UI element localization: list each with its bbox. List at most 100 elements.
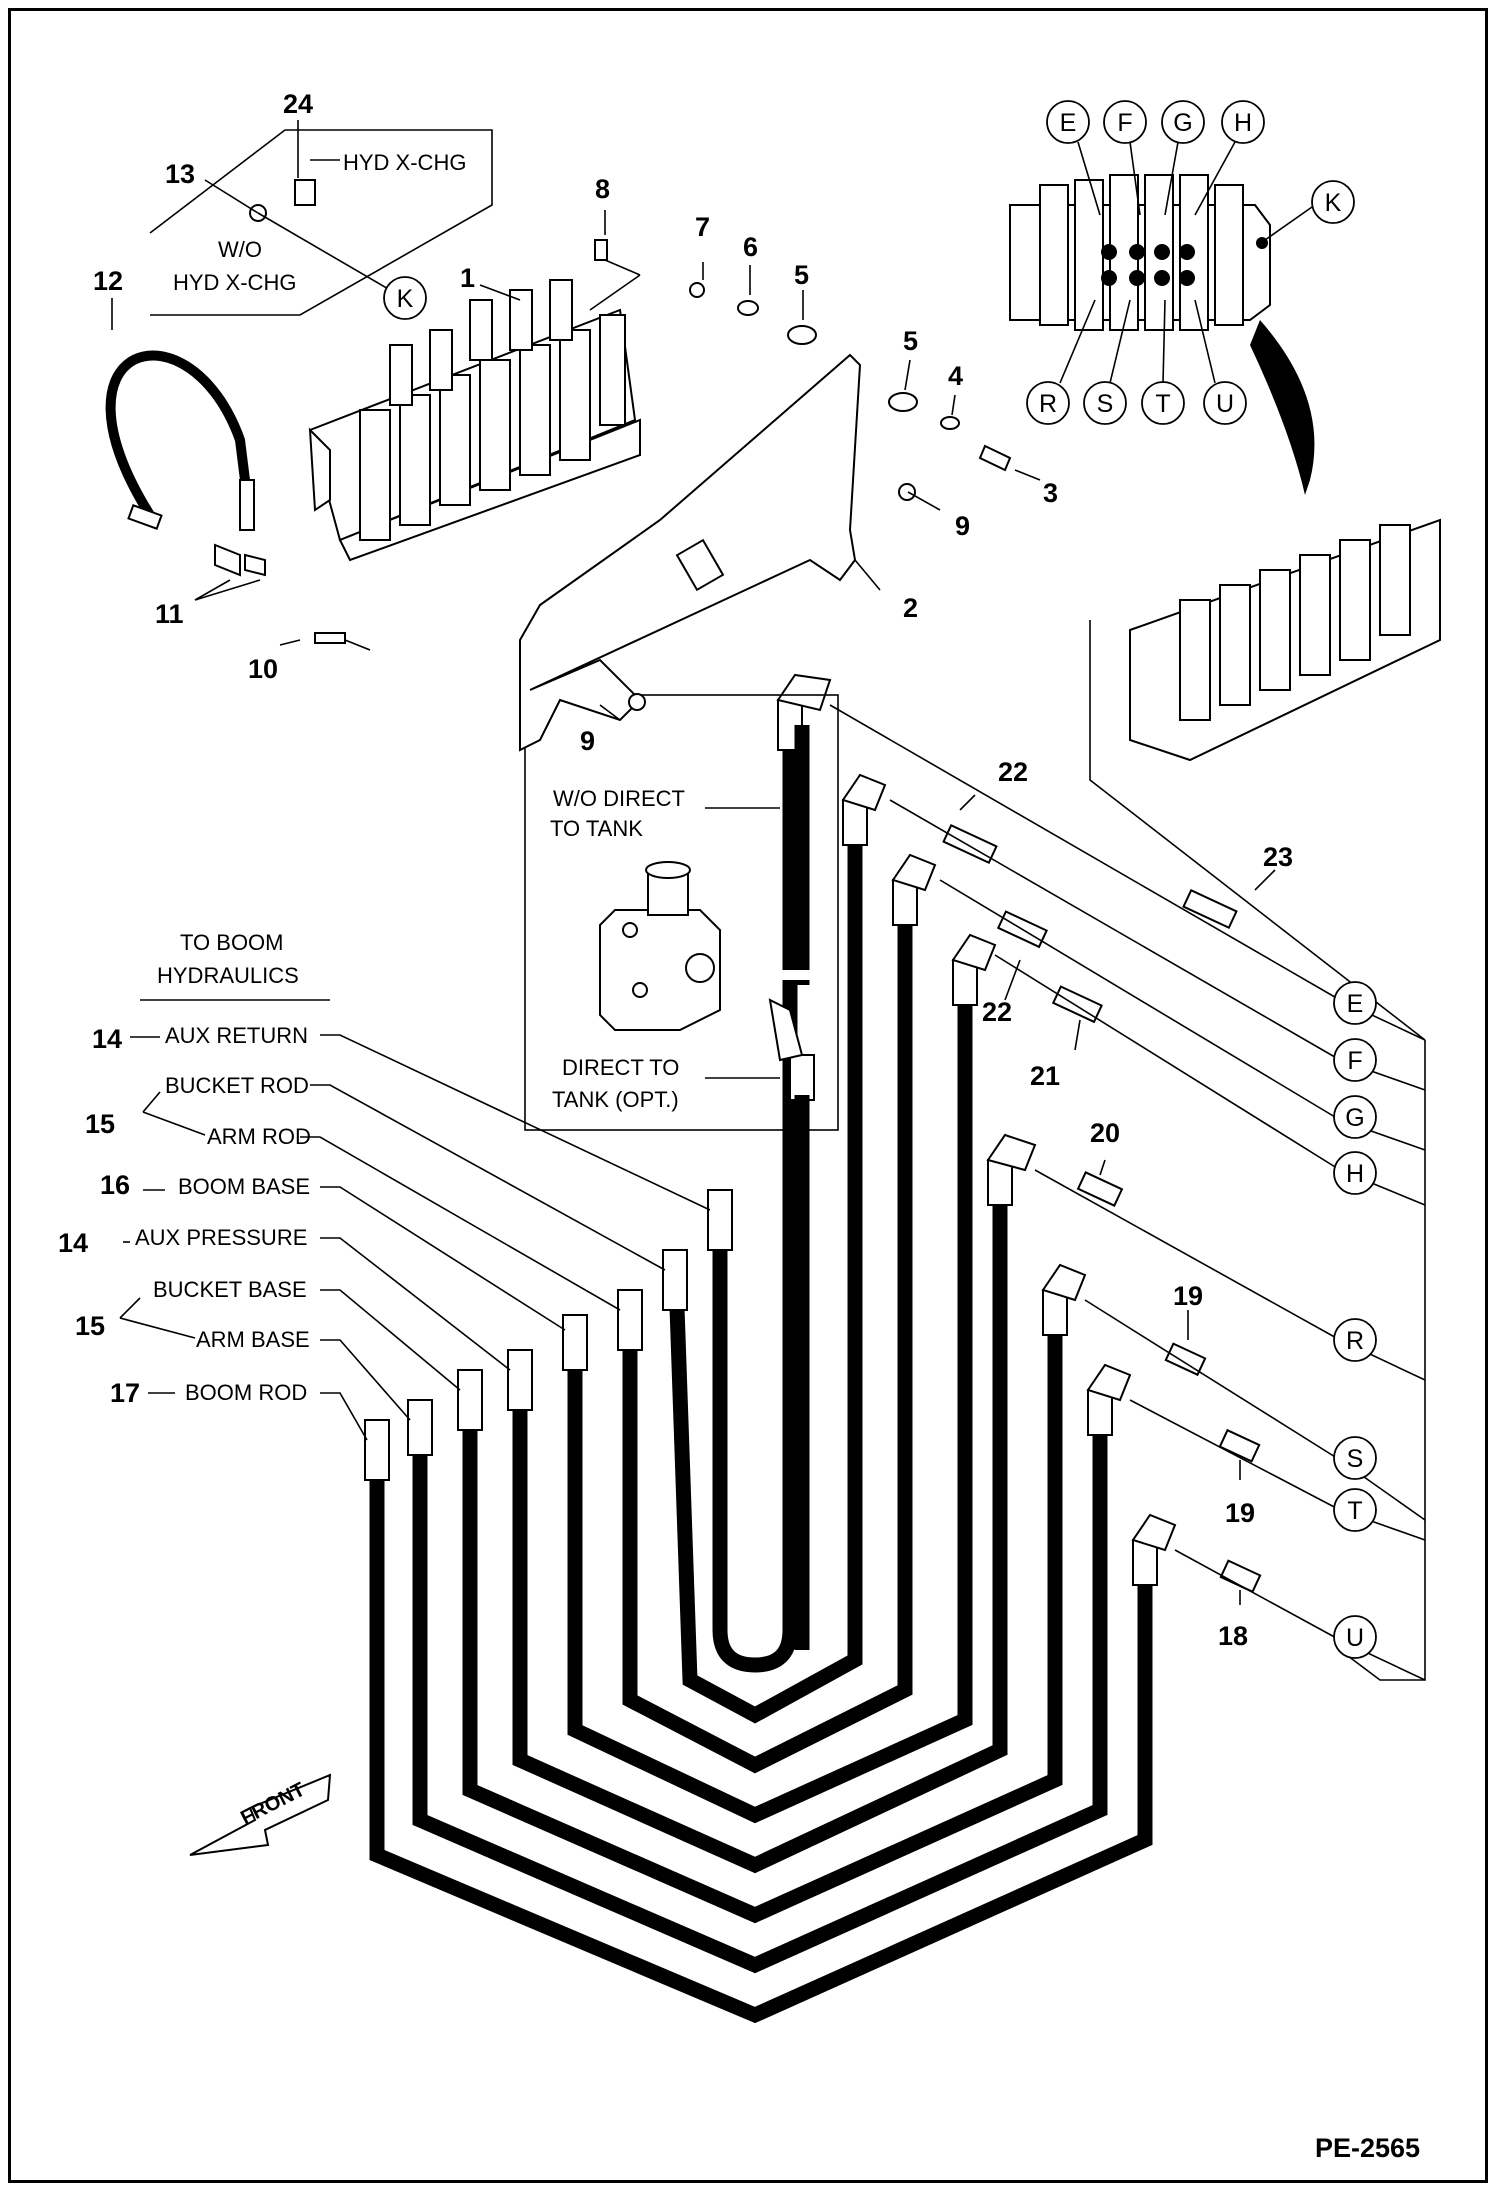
callout-20: 20	[1090, 1118, 1120, 1148]
ferrule-arm-base	[407, 1399, 433, 1456]
hose-item-19b	[412, 1420, 1108, 1974]
port-u-detail: U	[1216, 390, 1234, 418]
label-hyd-xchg: HYD X-CHG	[343, 150, 466, 175]
direct-tank-box	[524, 694, 839, 1131]
valve-assembly-view	[1129, 518, 1441, 762]
label-wo-direct-1: W/O DIRECT	[553, 786, 685, 811]
callout-19b: 19	[1225, 1498, 1255, 1528]
port-e: E	[1347, 990, 1364, 1018]
label-arm-base: ARM BASE	[196, 1327, 310, 1352]
nut-item-9b	[628, 693, 646, 711]
ferrule-top-22b	[892, 879, 918, 926]
label-to-boom-2: HYDRAULICS	[157, 963, 299, 988]
label-wo: W/O	[218, 237, 262, 262]
callout-22a: 22	[998, 757, 1028, 787]
label-bucket-base: BUCKET BASE	[153, 1277, 307, 1302]
ferrule-aux-pressure	[507, 1349, 533, 1411]
port-g-detail: G	[1173, 109, 1192, 137]
hardware-items	[314, 239, 1012, 711]
hose-item-19a	[462, 1330, 1063, 1924]
callout-15b: 15	[75, 1311, 105, 1341]
label-boom-base: BOOM BASE	[178, 1174, 310, 1199]
port-s-detail: S	[1097, 390, 1114, 418]
callout-9b: 9	[580, 726, 595, 756]
port-k-xchg: K	[397, 285, 414, 313]
hose-item-20	[512, 1200, 1008, 1874]
label-direct-2: TANK (OPT.)	[552, 1087, 679, 1112]
hose-ferrules	[364, 699, 1158, 1586]
valve-port-detail	[1009, 174, 1271, 331]
label-to-boom-1: TO BOOM	[180, 930, 284, 955]
fitting-item-11a	[214, 543, 241, 577]
ferrule-bucket-base	[457, 1369, 483, 1431]
ferrule-top-19b	[1087, 1389, 1113, 1436]
hose-item-22b	[622, 920, 913, 1774]
direct-tank-valve	[599, 861, 804, 1062]
label-arm-rod: ARM ROD	[207, 1124, 311, 1149]
port-k-detail: K	[1325, 189, 1342, 217]
callout-3: 3	[1043, 478, 1058, 508]
label-aux-pressure: AUX PRESSURE	[135, 1225, 307, 1250]
nut-item-9a	[898, 483, 916, 501]
callout-2: 2	[903, 593, 918, 623]
ferrule-top-21	[952, 959, 978, 1006]
front-arrow: FRONT	[189, 1773, 332, 1856]
callout-23: 23	[1263, 842, 1293, 872]
nut-item-7	[689, 282, 705, 298]
port-u: U	[1346, 1624, 1364, 1652]
bolt-item-8	[594, 239, 608, 261]
lockwasher-item-4	[940, 416, 960, 430]
callout-11: 11	[155, 599, 184, 629]
callout-5b: 5	[903, 326, 918, 356]
ferrule-direct-tank	[789, 1054, 815, 1101]
callout-12: 12	[93, 266, 123, 296]
port-e-detail: E	[1060, 109, 1077, 137]
port-g: G	[1345, 1104, 1364, 1132]
ferrule-arm-rod	[617, 1289, 643, 1351]
label-direct-1: DIRECT TO	[562, 1055, 679, 1080]
callout-1: 1	[460, 263, 475, 293]
part-numbers: 24 13 12 1 8 7 6 5 5 4 3 9 2 11 10 9 22 …	[58, 89, 1293, 1651]
callout-24: 24	[283, 89, 313, 119]
label-aux-return: AUX RETURN	[165, 1023, 308, 1048]
hose-item-22a	[667, 840, 863, 1724]
drawing-frame	[8, 8, 1488, 2183]
label-bucket-rod: BUCKET ROD	[165, 1073, 309, 1098]
hose-item-21	[567, 990, 973, 1824]
callout-22b: 22	[982, 997, 1012, 1027]
hose-item-12	[105, 350, 250, 518]
callout-18: 18	[1218, 1621, 1248, 1651]
ferrule-aux-return	[707, 1189, 733, 1251]
callout-8: 8	[595, 174, 610, 204]
callout-6: 6	[743, 232, 758, 262]
fitting-item-24	[294, 179, 316, 206]
callout-16: 16	[100, 1170, 130, 1200]
bolt-item-3	[978, 444, 1012, 472]
page-code: PE-2565	[1315, 2133, 1420, 2163]
washer-item-5b	[888, 392, 918, 412]
ferrule-top-20	[987, 1159, 1013, 1206]
port-t: T	[1347, 1497, 1362, 1525]
label-wo-direct-2: TO TANK	[550, 816, 643, 841]
ferrule-top-18	[1132, 1539, 1158, 1586]
callout-13: 13	[165, 159, 195, 189]
callout-14b: 14	[58, 1228, 88, 1258]
ferrule-boom-base	[562, 1314, 588, 1371]
callout-19a: 19	[1173, 1281, 1203, 1311]
text-labels: HYD X-CHG W/O HYD X-CHG W/O DIRECT TO TA…	[135, 150, 1420, 2163]
ferrule-boom-rod	[364, 1419, 390, 1481]
callout-7: 7	[695, 212, 710, 242]
label-boom-rod: BOOM ROD	[185, 1380, 307, 1405]
hose-item-18	[369, 1460, 1153, 2024]
port-h: H	[1346, 1160, 1364, 1188]
port-f-detail: F	[1117, 109, 1132, 137]
fitting-item-11b	[244, 553, 266, 577]
hose-bundle	[369, 720, 1153, 2024]
callout-10: 10	[248, 654, 278, 684]
port-r: R	[1346, 1327, 1364, 1355]
callout-17: 17	[110, 1378, 140, 1408]
port-t-detail: T	[1155, 390, 1170, 418]
callout-21: 21	[1030, 1061, 1060, 1091]
port-f: F	[1347, 1047, 1362, 1075]
